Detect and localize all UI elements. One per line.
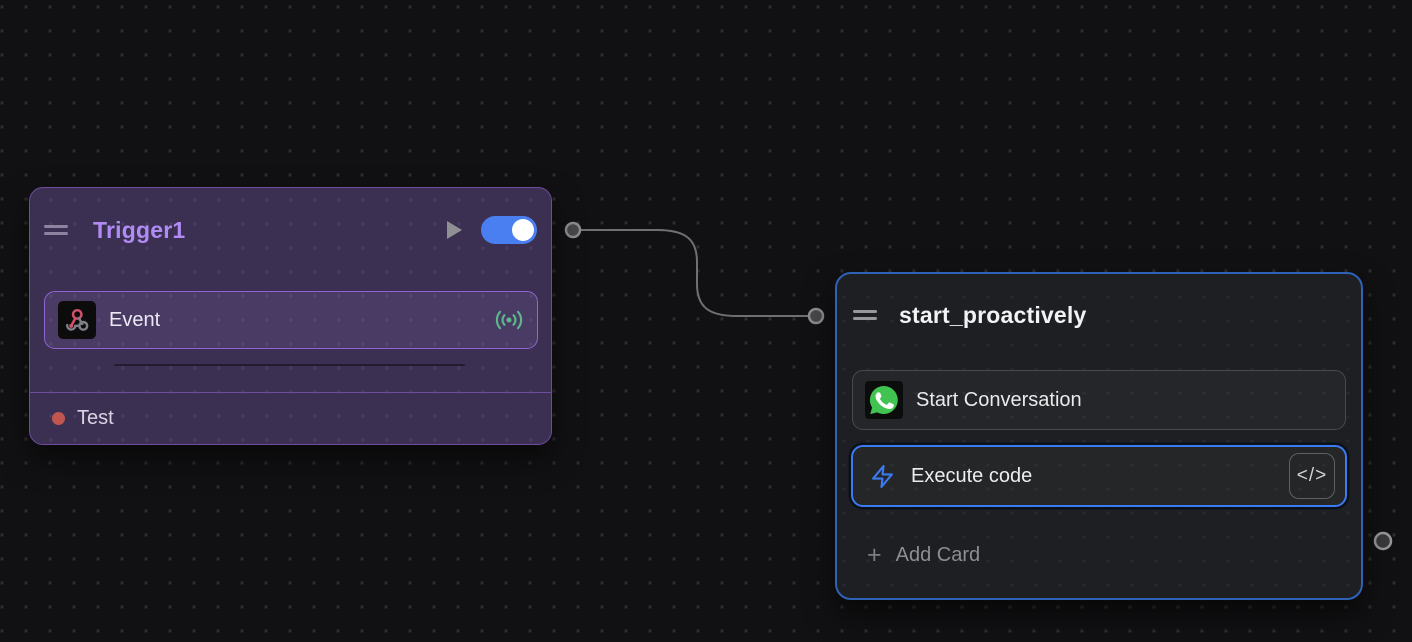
- card-label: Start Conversation: [916, 388, 1082, 411]
- test-status-dot: [52, 412, 65, 425]
- add-card-label: Add Card: [895, 543, 981, 566]
- start-node-header: start_proactively: [853, 290, 1345, 340]
- test-label: Test: [77, 407, 114, 429]
- broadcast-icon: [495, 310, 523, 330]
- enabled-toggle[interactable]: [481, 216, 537, 244]
- node-start-proactively[interactable]: start_proactively Start Conversation Exe…: [835, 272, 1363, 600]
- node-title: Trigger1: [93, 216, 186, 243]
- trigger-output-port[interactable]: [564, 221, 582, 239]
- trigger-footer: Test: [30, 392, 551, 444]
- card-start-conversation[interactable]: Start Conversation: [852, 370, 1346, 430]
- section-divider: [114, 364, 465, 366]
- webhook-icon: [58, 301, 96, 339]
- add-card-button[interactable]: + Add Card: [854, 538, 1344, 572]
- drag-handle-icon[interactable]: [44, 225, 68, 235]
- plus-icon: +: [867, 540, 882, 569]
- drag-handle-icon[interactable]: [853, 310, 877, 320]
- connection-wire[interactable]: [573, 229, 816, 317]
- start-node-input-port[interactable]: [807, 307, 825, 325]
- zap-icon: [872, 464, 893, 488]
- whatsapp-icon: [865, 381, 903, 419]
- card-label: Event: [109, 308, 161, 331]
- toggle-knob: [512, 219, 534, 241]
- node-title: start_proactively: [899, 301, 1087, 328]
- edit-code-button[interactable]: </>: [1289, 453, 1335, 499]
- node-trigger1[interactable]: Trigger1 Event: [29, 187, 552, 445]
- trigger-node-header: Trigger1: [44, 202, 537, 258]
- play-icon: [447, 221, 462, 239]
- card-execute-code[interactable]: Execute code </>: [851, 445, 1347, 507]
- card-event[interactable]: Event: [44, 291, 538, 349]
- start-node-output-port[interactable]: [1373, 531, 1393, 551]
- card-label: Execute code: [911, 464, 1033, 487]
- play-button[interactable]: [446, 220, 463, 240]
